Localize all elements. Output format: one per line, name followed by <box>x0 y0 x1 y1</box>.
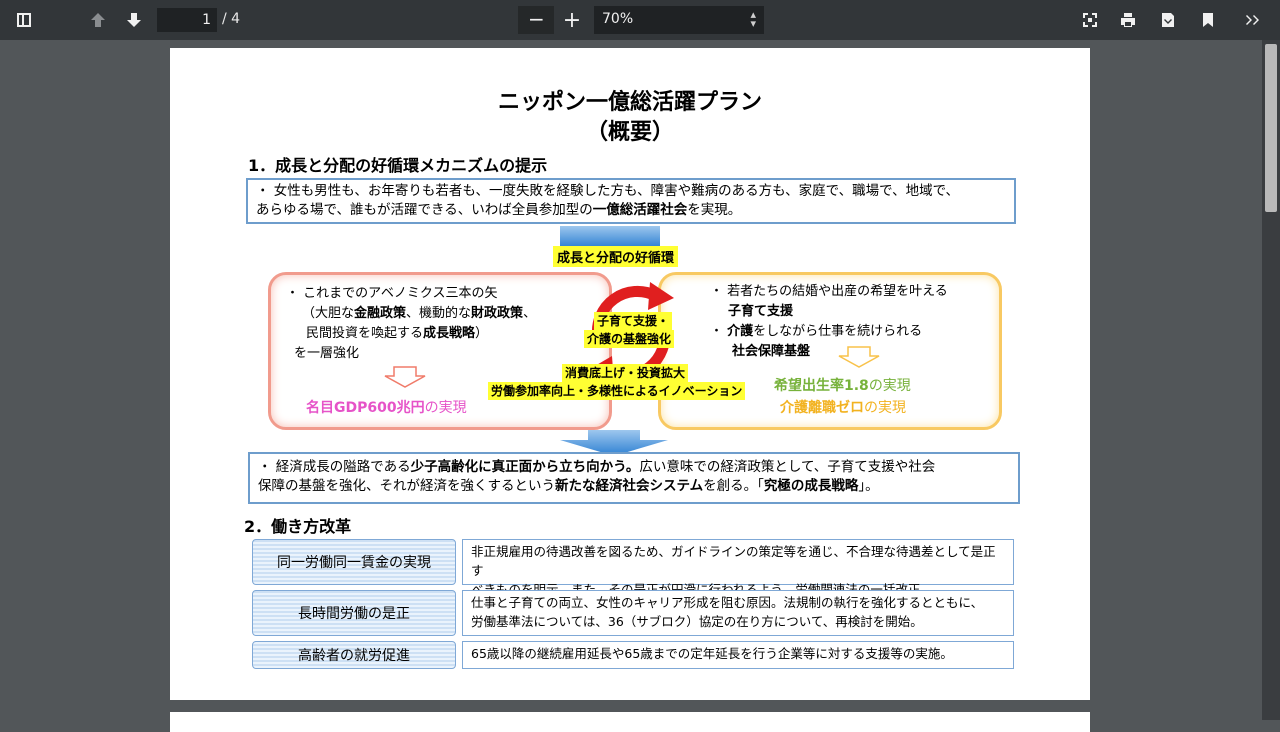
bookmark-icon[interactable] <box>1194 6 1222 34</box>
right-panel <box>658 272 1002 430</box>
hollow-down-arrow-icon <box>384 366 426 388</box>
minus-icon: − <box>528 7 545 31</box>
previous-page-icon[interactable] <box>84 6 112 34</box>
summary-line2: 保障の基盤を強化、それが経済を強くするという新たな経済社会システムを創る。「究極… <box>258 478 879 494</box>
intro-line2: あらゆる場で、誰もが活躍できる、いわば全員参加型の一億総活躍社会を実現。 <box>256 202 742 218</box>
left-panel <box>268 272 612 430</box>
reform-label: 同一労働同一賃金の実現 <box>252 539 456 585</box>
reform-desc: 65歳以降の継続雇用延長や65歳までの定年延長を行う企業等に対する支援等の実施。 <box>462 641 1014 669</box>
right-panel-text: ・ 若者たちの結婚や出産の希望を叶える 子育て支援 ・ 介護をしながら仕事を続け… <box>710 284 948 359</box>
right-goal-1: 希望出生率1.8の実現 <box>774 378 911 394</box>
right-goal-2: 介護離職ゼロの実現 <box>780 400 906 416</box>
zoom-select[interactable]: 70% ▴▾ <box>594 6 764 34</box>
down-arrow-icon <box>560 226 660 248</box>
fit-to-page-icon[interactable] <box>1076 6 1104 34</box>
pdf-page-2 <box>170 712 1090 732</box>
document-subtitle: （概要） <box>585 120 674 145</box>
center-top-line1: 子育て支援・ <box>594 312 673 330</box>
section2-heading: 2．働き方改革 <box>244 517 352 536</box>
center-bottom-line2: 労働参加率向上・多様性によるイノベーション <box>488 382 746 400</box>
pdf-toolbar: / 4 − + 70% ▴▾ <box>0 0 1280 40</box>
page-total: / 4 <box>222 11 241 27</box>
section1-intro-box: ・ 女性も男性も、お年寄りも若者も、一度失敗を経験した方も、障害や難病のある方も… <box>246 178 1016 224</box>
download-icon[interactable] <box>1154 6 1182 34</box>
next-page-icon[interactable] <box>120 6 148 34</box>
reform-desc: 仕事と子育ての両立、女性のキャリア形成を阻む原因。法規制の執行を強化するとともに… <box>462 590 1014 636</box>
select-updown-icon: ▴▾ <box>750 8 756 30</box>
sidebar-toggle-icon[interactable] <box>10 6 38 34</box>
section1-heading: 1．成長と分配の好循環メカニズムの提示 <box>248 156 548 175</box>
more-actions-icon[interactable] <box>1240 6 1268 34</box>
document-title: ニッポン一億総活躍プラン <box>497 90 762 115</box>
zoom-value: 70% <box>602 11 634 27</box>
zoom-out-button[interactable]: − <box>518 6 554 34</box>
zoom-in-button[interactable]: + <box>558 6 586 34</box>
down-arrow-icon <box>560 430 668 456</box>
intro-line1: ・ 女性も男性も、お年寄りも若者も、一度失敗を経験した方も、障害や難病のある方も… <box>256 183 960 199</box>
center-top-line2: 介護の基盤強化 <box>584 330 675 348</box>
section1-summary-box: ・ 経済成長の隘路である少子高齢化に真正面から立ち向かう。広い意味での経済政策と… <box>248 452 1020 504</box>
center-bottom-line1: 消費底上げ・投資拡大 <box>562 364 689 382</box>
summary-line1: ・ 経済成長の隘路である少子高齢化に真正面から立ち向かう。広い意味での経済政策と… <box>258 459 936 475</box>
cycle-label: 成長と分配の好循環 <box>553 246 679 267</box>
left-goal: 名目GDP600兆円の実現 <box>306 400 467 416</box>
scrollbar-thumb[interactable] <box>1265 44 1277 212</box>
pdf-page: ニッポン一億総活躍プラン （概要） 1．成長と分配の好循環メカニズムの提示 ・ … <box>170 48 1090 700</box>
reform-label: 長時間労働の是正 <box>252 590 456 636</box>
page-number-input[interactable] <box>157 8 217 32</box>
print-icon[interactable] <box>1114 6 1142 34</box>
hollow-down-arrow-icon <box>838 346 880 368</box>
plus-icon: + <box>562 7 582 33</box>
left-panel-text: ・ これまでのアベノミクス三本の矢 （大胆な金融政策、機動的な財政政策、 民間投… <box>286 286 537 361</box>
reform-label: 高齢者の就労促進 <box>252 641 456 669</box>
reform-desc: 非正規雇用の待遇改善を図るため、ガイドラインの策定等を通じ、不合理な待遇差として… <box>462 539 1014 597</box>
